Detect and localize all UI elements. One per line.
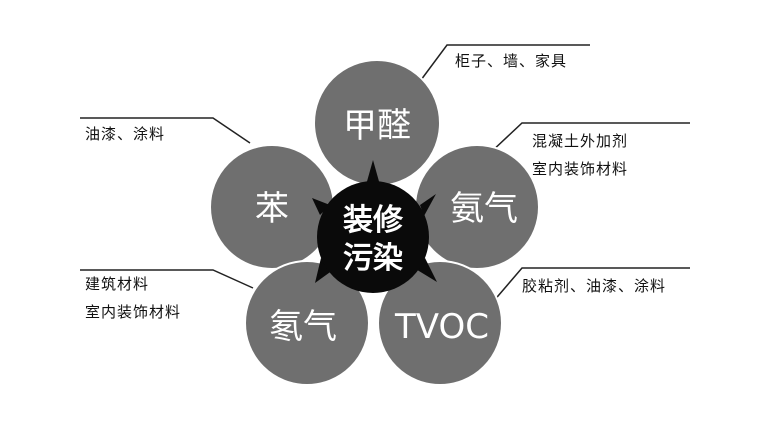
circle-tvoc: [377, 260, 503, 386]
pollutant-tvoc: TVOC: [394, 307, 489, 347]
leader-line-formaldehyde: [417, 44, 590, 85]
circle-radon: [244, 260, 370, 386]
pollutant-ammonia: 氨气: [450, 189, 518, 229]
leader-lines: [80, 44, 690, 304]
source-benzene: 油漆、涂料: [85, 125, 165, 143]
leader-line-ammonia: [489, 122, 690, 154]
source-ammonia-2: 室内装饰材料: [532, 160, 628, 178]
center-spikes: [312, 160, 437, 283]
source-radon-2: 室内装饰材料: [85, 303, 181, 321]
source-formaldehyde: 柜子、墙、家具: [455, 52, 567, 70]
leader-line-tvoc: [491, 267, 690, 304]
pollutant-benzene: 苯: [255, 189, 289, 229]
center-title-line1: 装修: [343, 203, 404, 238]
pollutant-formaldehyde: 甲醛: [343, 106, 411, 146]
source-ammonia-1: 混凝土外加剂: [532, 132, 628, 150]
center-title-line2: 污染: [343, 241, 403, 276]
center-circle: [317, 181, 429, 293]
leader-line-radon: [80, 269, 254, 289]
source-tvoc: 胶粘剂、油漆、涂料: [522, 277, 666, 295]
leader-line-benzene: [80, 117, 251, 144]
source-radon-1: 建筑材料: [85, 275, 149, 293]
pollutant-radon: 氡气: [269, 307, 337, 347]
